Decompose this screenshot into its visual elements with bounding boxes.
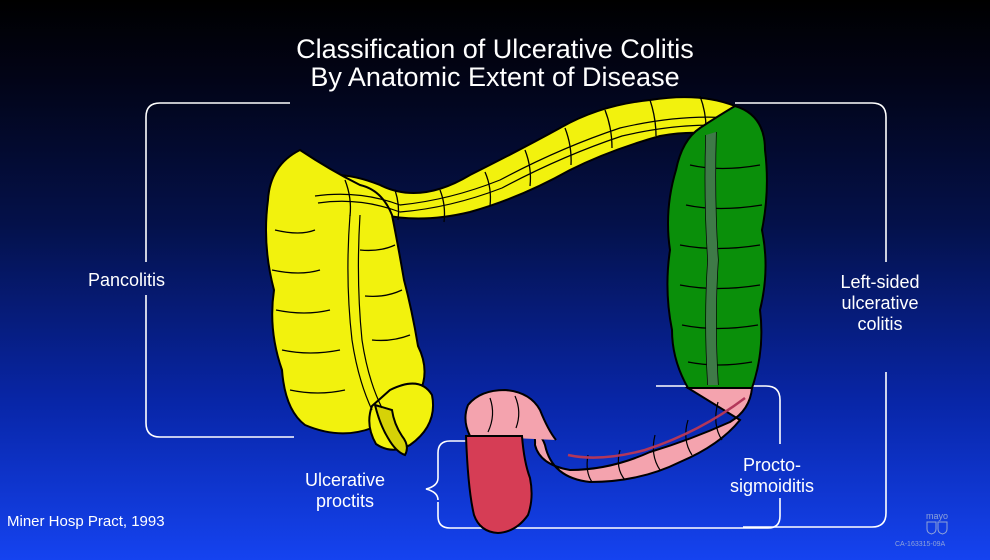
label-proctitis-line-1: Ulcerative (280, 470, 410, 491)
label-proctosigmoiditis-line-2: sigmoiditis (712, 476, 832, 497)
label-pancolitis: Pancolitis (88, 270, 165, 291)
title-line-1: Classification of Ulcerative Colitis (150, 34, 840, 65)
citation: Miner Hosp Pract, 1993 (7, 513, 165, 530)
label-left-sided-line-1: Left-sided (810, 272, 950, 293)
label-left-sided-line-3: colitis (810, 314, 950, 335)
label-proctosigmoiditis-line-1: Procto- (712, 455, 832, 476)
label-proctosigmoiditis: Procto- sigmoiditis (712, 455, 832, 497)
label-proctitis: Ulcerative proctits (280, 470, 410, 512)
label-proctitis-line-2: proctits (280, 491, 410, 512)
mayo-logo-text: mayo (915, 511, 959, 521)
colon-proctitis-segment (466, 436, 532, 533)
title-line-2: By Anatomic Extent of Disease (150, 62, 840, 93)
label-left-sided: Left-sided ulcerative colitis (810, 272, 950, 335)
slide-code: CA-163315-09A (895, 541, 945, 548)
label-left-sided-line-2: ulcerative (810, 293, 950, 314)
mayo-logo: mayo (915, 511, 959, 537)
mayo-shield-icon (925, 521, 949, 535)
